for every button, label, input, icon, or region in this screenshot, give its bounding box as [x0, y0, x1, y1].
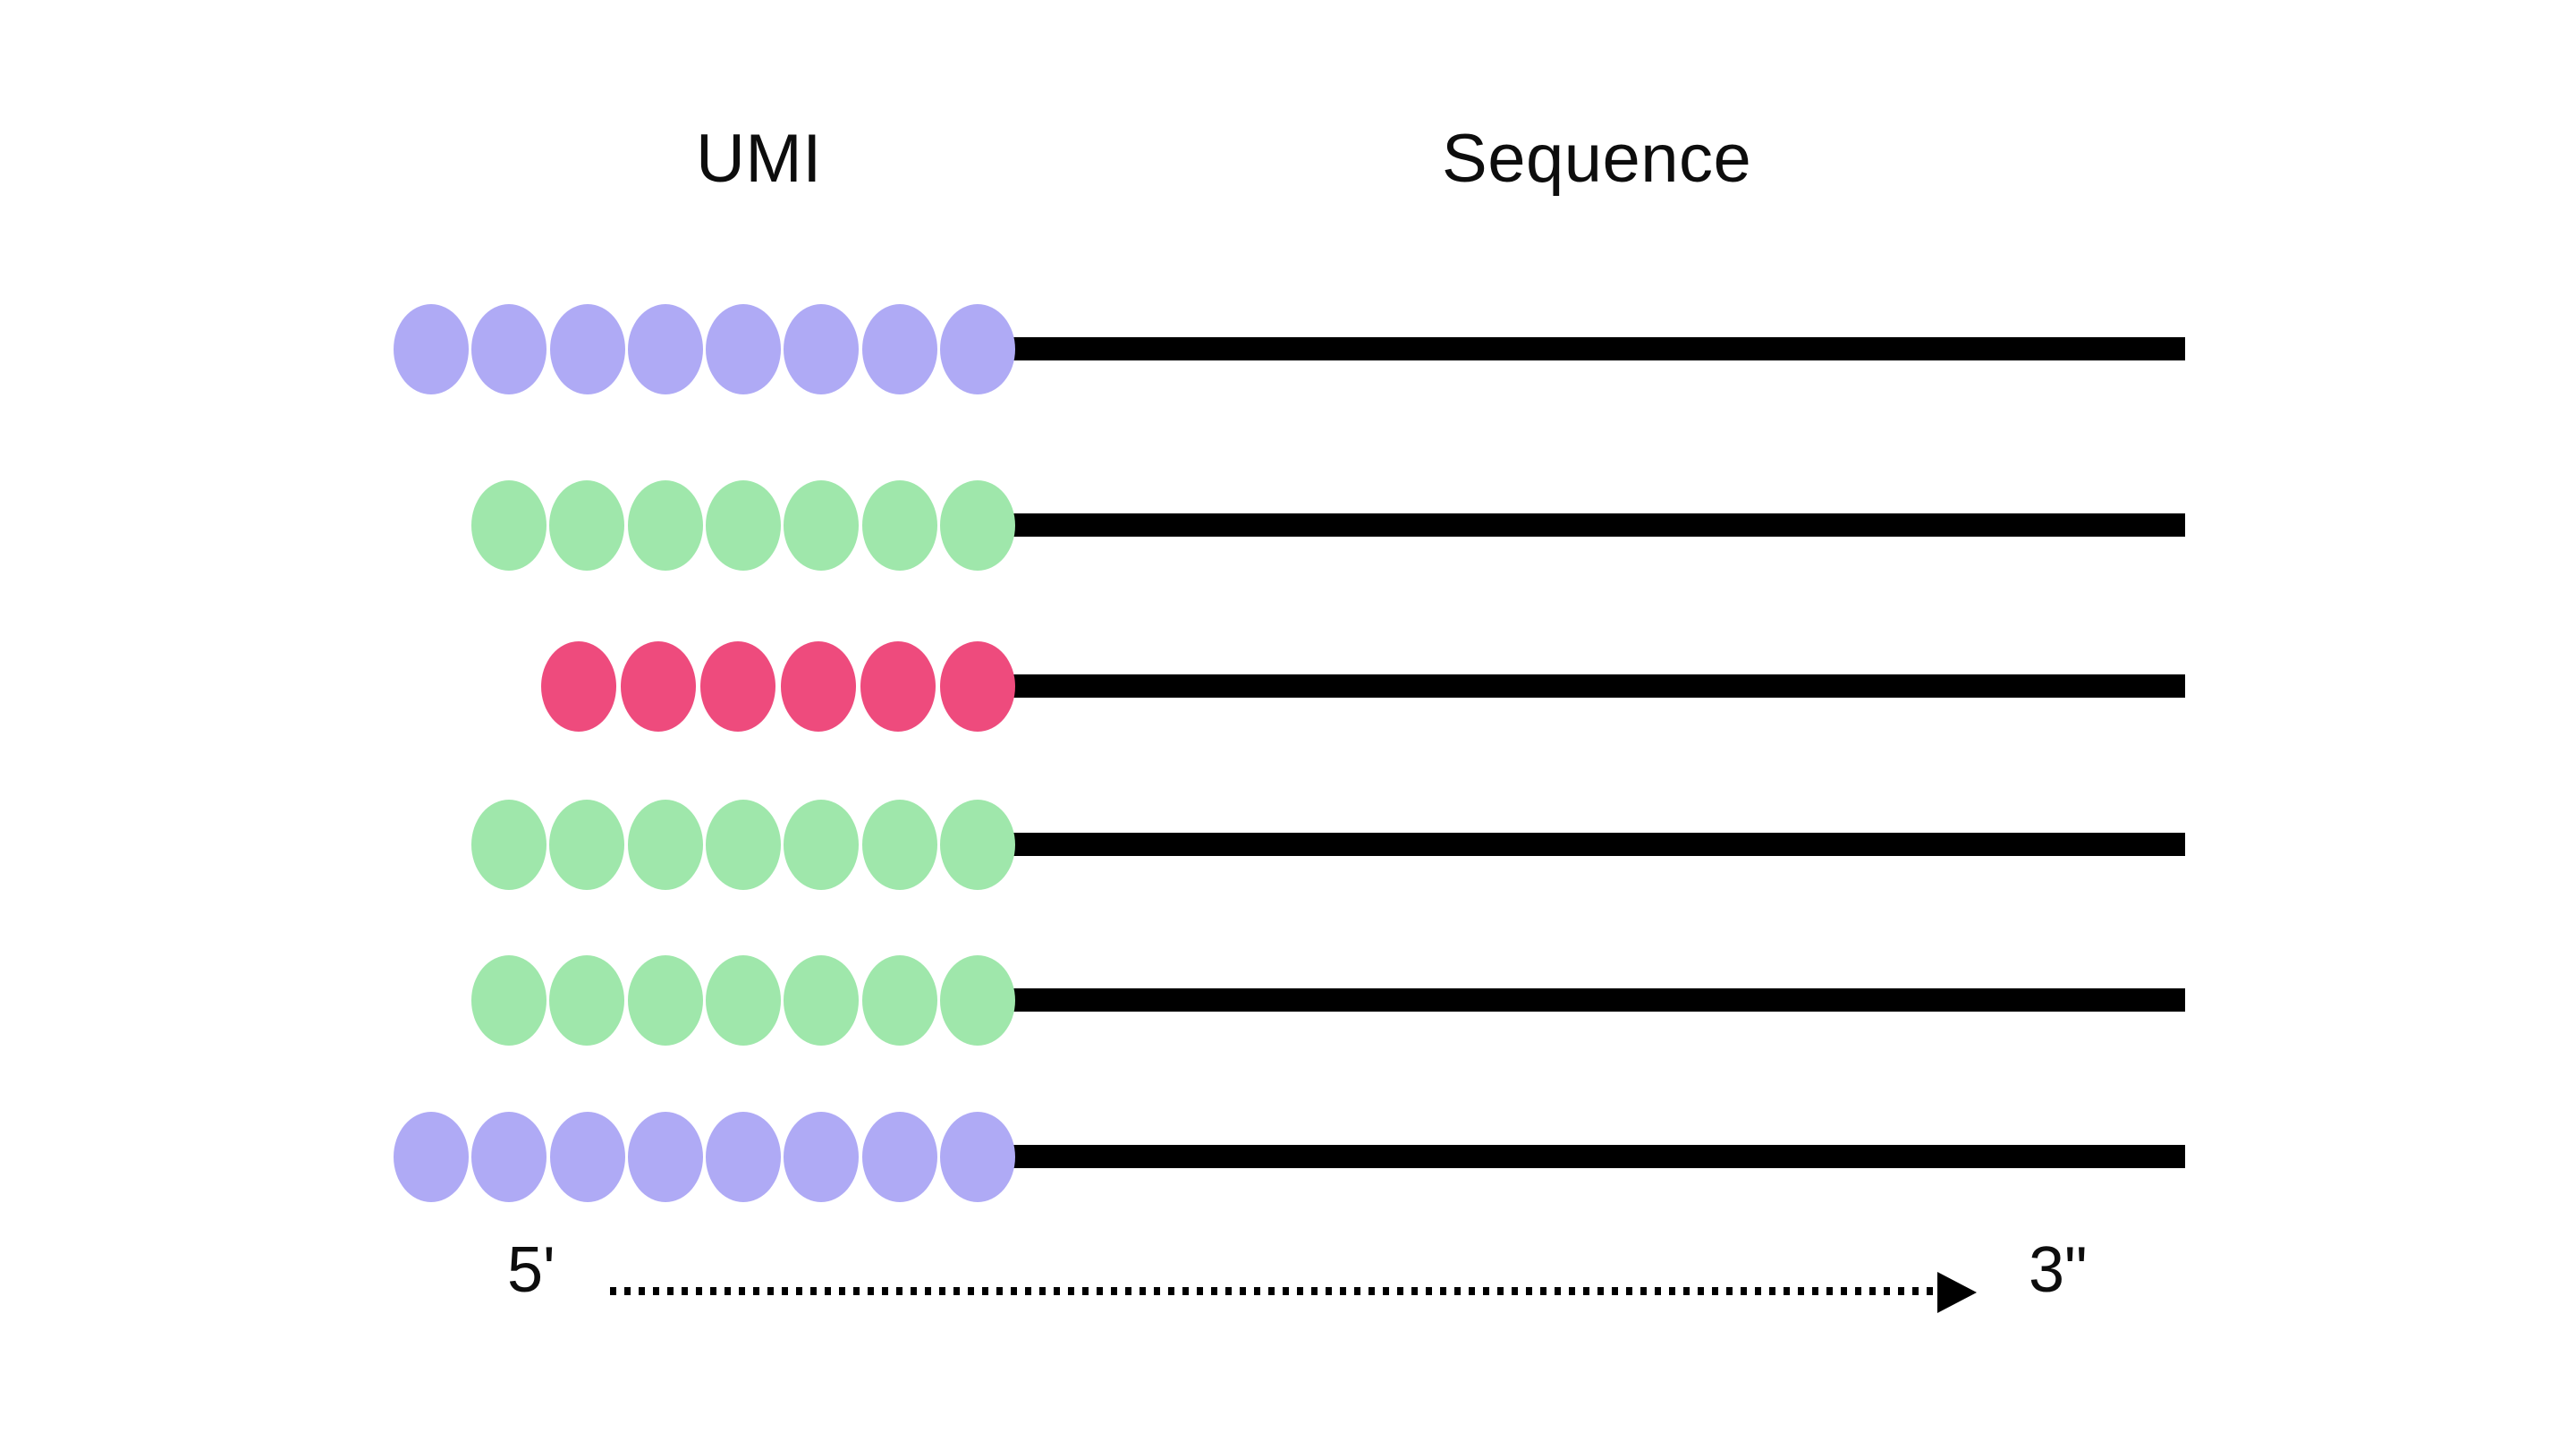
- direction-arrow-head-icon: [1937, 1272, 1977, 1313]
- sequence-line: [1013, 513, 2185, 537]
- umi-bead: [550, 1112, 625, 1202]
- umi-bead: [628, 480, 703, 571]
- umi-bead: [706, 955, 781, 1046]
- umi-bead-strip: [471, 471, 1015, 579]
- umi-bead: [706, 480, 781, 571]
- umi-bead: [784, 955, 859, 1046]
- column-header-sequence: Sequence: [1442, 121, 1752, 197]
- column-header-umi: UMI: [696, 121, 822, 197]
- umi-bead: [628, 800, 703, 890]
- sequence-line: [1013, 1145, 2185, 1168]
- umi-bead-strip: [471, 946, 1015, 1054]
- read-row: [0, 946, 2185, 1054]
- umi-bead: [706, 800, 781, 890]
- umi-bead: [862, 955, 937, 1046]
- umi-bead: [860, 641, 936, 732]
- umi-bead: [471, 800, 547, 890]
- umi-bead-strip: [471, 791, 1015, 898]
- umi-bead-strip: [394, 1103, 1015, 1210]
- umi-bead: [706, 304, 781, 394]
- umi-bead: [394, 304, 469, 394]
- umi-bead: [550, 304, 625, 394]
- umi-bead-strip: [541, 632, 1015, 740]
- read-row: [0, 791, 2185, 898]
- umi-bead: [628, 955, 703, 1046]
- umi-bead: [471, 304, 547, 394]
- umi-bead: [549, 955, 624, 1046]
- umi-bead-strip: [394, 295, 1015, 402]
- sequence-line: [1013, 674, 2185, 698]
- umi-bead: [628, 1112, 703, 1202]
- umi-bead: [940, 304, 1015, 394]
- umi-bead: [781, 641, 856, 732]
- umi-bead: [940, 955, 1015, 1046]
- read-row: [0, 632, 2185, 740]
- sequence-line: [1013, 337, 2185, 360]
- umi-bead: [784, 1112, 859, 1202]
- read-row: [0, 295, 2185, 402]
- umi-bead: [628, 304, 703, 394]
- umi-bead: [471, 1112, 547, 1202]
- umi-bead: [940, 641, 1015, 732]
- umi-bead: [471, 480, 547, 571]
- umi-bead: [541, 641, 616, 732]
- direction-arrow-dotted-line: [610, 1287, 1945, 1295]
- umi-bead: [862, 480, 937, 571]
- umi-bead: [784, 800, 859, 890]
- read-row: [0, 471, 2185, 579]
- five-prime-label: 5': [507, 1234, 555, 1306]
- umi-bead: [784, 304, 859, 394]
- umi-bead: [549, 800, 624, 890]
- read-row: [0, 1103, 2185, 1210]
- umi-bead: [940, 1112, 1015, 1202]
- three-prime-label: 3": [2029, 1234, 2088, 1306]
- strand-direction-axis: 5' 3": [0, 1233, 2576, 1349]
- umi-bead: [394, 1112, 469, 1202]
- umi-bead: [940, 480, 1015, 571]
- umi-bead: [862, 1112, 937, 1202]
- umi-bead: [621, 641, 696, 732]
- umi-bead: [784, 480, 859, 571]
- sequence-line: [1013, 988, 2185, 1012]
- umi-bead: [940, 800, 1015, 890]
- umi-bead: [862, 800, 937, 890]
- umi-bead: [471, 955, 547, 1046]
- umi-bead: [862, 304, 937, 394]
- umi-bead: [706, 1112, 781, 1202]
- umi-bead: [700, 641, 775, 732]
- sequence-line: [1013, 833, 2185, 856]
- umi-bead: [549, 480, 624, 571]
